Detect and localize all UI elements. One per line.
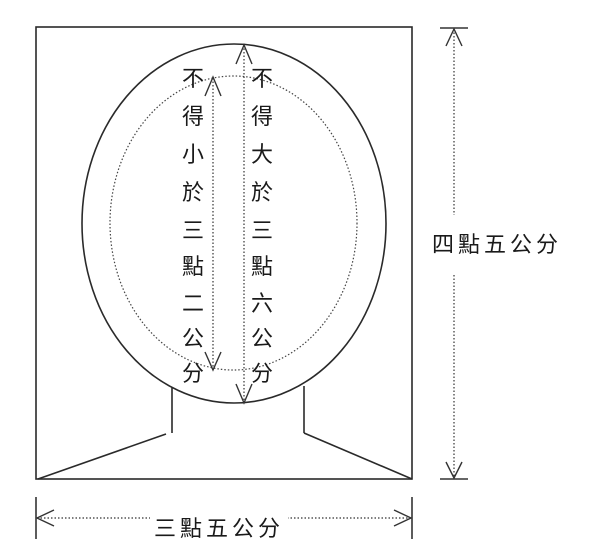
head-max-char: 六 (250, 292, 273, 317)
photo-frame (35, 26, 413, 480)
head-max-char: 於 (250, 181, 273, 206)
head-min-char: 點 (181, 255, 204, 280)
head-max-char: 不 (250, 67, 273, 92)
head-max-char: 公 (250, 327, 273, 352)
photo-width-dimension (35, 497, 413, 539)
head-max-char: 分 (250, 362, 273, 387)
head-max-char: 大 (250, 143, 273, 168)
head-min-char: 小 (181, 143, 204, 168)
neck-shoulders (37, 386, 413, 480)
head-min-char: 分 (181, 362, 204, 387)
head-outline-max (81, 43, 387, 404)
head-min-char: 二 (181, 292, 204, 317)
photo-width-label: 三點五公分 (150, 517, 289, 543)
head-max-dimension-arrow (235, 43, 253, 405)
photo-height-dimension (440, 27, 468, 480)
head-min-char: 得 (181, 105, 204, 130)
head-min-dimension-arrow (204, 75, 222, 372)
head-min-char: 不 (181, 67, 204, 92)
head-max-char: 得 (250, 105, 273, 130)
head-min-char: 三 (181, 219, 204, 244)
photo-height-label: 四點五公分 (428, 233, 567, 259)
head-max-char: 三 (250, 219, 273, 244)
head-max-char: 點 (250, 255, 273, 280)
head-outline-min (109, 75, 358, 371)
head-min-char: 於 (181, 181, 204, 206)
head-min-char: 公 (181, 327, 204, 352)
